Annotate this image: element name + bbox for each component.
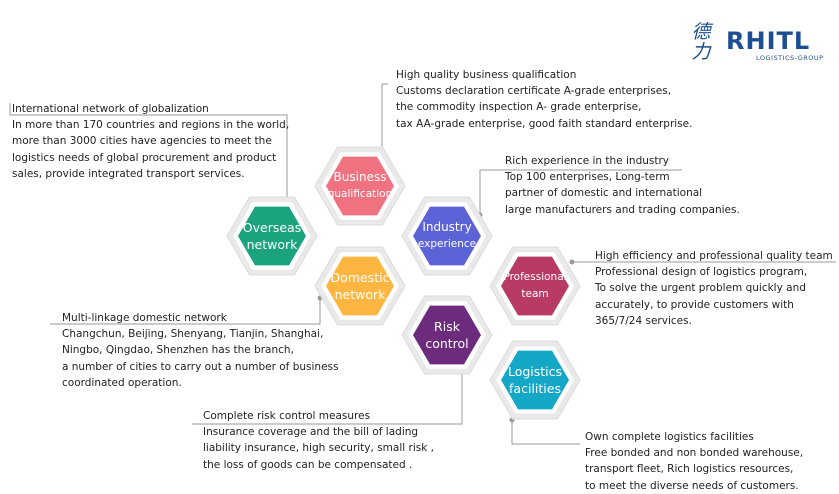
hexagon-industry: Industry experience — [401, 196, 493, 276]
hexagon-shape — [489, 246, 581, 326]
hexagon-fill — [501, 350, 569, 410]
international-network-block: International network of globalization I… — [12, 101, 289, 182]
logo-brand: RHITL — [726, 27, 811, 55]
hexagon-business: Business qualification — [314, 146, 406, 226]
block-line: a number of cities to carry out a number… — [62, 360, 339, 373]
company-logo: 德力 RHITL LOGISTICS-GROUP — [690, 22, 830, 68]
block-line: to meet the diverse needs of customers. — [585, 479, 799, 492]
block-line: 365/7/24 services. — [595, 314, 692, 327]
logo-chinese-text: 德力 — [691, 21, 711, 63]
block-line: Top 100 enterprises, Long-term — [505, 171, 670, 184]
hexagon-fill — [326, 156, 394, 216]
hexagon-shape — [401, 295, 493, 375]
hexagon-label: Risk control — [401, 295, 493, 375]
hexagon-shape — [489, 340, 581, 420]
block-line: Changchun, Beijing, Shenyang, Tianjin, S… — [62, 328, 324, 341]
hexagon-label-line: qualification — [327, 188, 393, 200]
block-line: Insurance coverage and the bill of ladin… — [203, 426, 419, 439]
hexagon-label-line: network — [246, 237, 298, 252]
block-line: large manufacturers and trading companie… — [505, 203, 740, 216]
block-line: coordinated operation. — [62, 376, 182, 389]
block-line: In more than 170 countries and regions i… — [12, 119, 290, 132]
hexagon-professional: Professional team — [489, 246, 581, 326]
hexagon-label: Domestic network — [314, 246, 406, 326]
hexagon-label-line: Business — [333, 170, 387, 184]
industry-experience-block: Rich experience in the industry Top 100 … — [505, 153, 740, 218]
hexagon-label-line: Overseas — [242, 220, 302, 235]
hexagon-shape — [314, 246, 406, 326]
hexagon-label-line: Professional — [503, 271, 567, 283]
hexagon-fill — [501, 256, 569, 316]
block-title: High efficiency and professional quality… — [595, 250, 833, 262]
hexagon-label-line: Industry — [422, 220, 472, 234]
block-title: Complete risk control measures — [203, 410, 371, 422]
block-line: the commodity inspection A- grade enterp… — [396, 101, 642, 114]
logistics-facilities-block: Own complete logistics facilities Free b… — [585, 429, 803, 494]
block-line: transport fleet, Rich logistics resource… — [585, 463, 794, 476]
block-title: Rich experience in the industry — [505, 155, 670, 167]
hexagon-logistics: Logistics facilities — [489, 340, 581, 420]
block-line: To solve the urgent problem quickly and — [595, 282, 806, 295]
risk-control-block: Complete risk control measures Insurance… — [203, 408, 434, 473]
hexagon-label-line: Logistics — [507, 364, 563, 379]
block-title: Own complete logistics facilities — [585, 431, 754, 443]
hexagon-label: Logistics facilities — [489, 340, 581, 420]
hexagon-fill — [326, 256, 394, 316]
block-line: accurately, to provide customers with — [595, 298, 794, 311]
hexagon-shape — [226, 196, 318, 276]
block-line: partner of domestic and international — [505, 187, 703, 200]
hexagon-label-line: control — [425, 336, 469, 351]
hexagon-label-line: team — [521, 288, 549, 300]
block-line: the loss of goods can be compensated . — [203, 458, 413, 471]
logo-subtitle: LOGISTICS-GROUP — [756, 54, 824, 62]
hexagon-label: Professional team — [489, 246, 581, 326]
hexagon-risk: Risk control — [401, 295, 493, 375]
business-qualification-block: High quality business qualification Cust… — [396, 67, 692, 132]
hexagon-label-line: experience — [417, 238, 477, 250]
block-title: Multi-linkage domestic network — [62, 312, 227, 324]
hexagon-label: Business qualification — [314, 146, 406, 226]
hexagon-label: Overseas network — [226, 196, 318, 276]
block-line: logistics needs of global procurement an… — [12, 151, 277, 164]
hexagon-fill — [238, 206, 306, 266]
block-line: Customs declaration certificate A-grade … — [396, 85, 672, 98]
block-line: Ningbo, Qingdao, Shenzhen has the branch… — [62, 344, 294, 357]
professional-team-block: High efficiency and professional quality… — [595, 248, 833, 329]
hexagon-label-line: network — [334, 287, 386, 302]
block-line: tax AA-grade enterprise, good faith stan… — [396, 117, 693, 130]
block-title: International network of globalization — [12, 103, 209, 115]
hexagon-label-line: Risk — [434, 319, 460, 334]
block-line: more than 3000 cities have agencies to m… — [12, 135, 272, 148]
block-line: liability insurance, high security, smal… — [203, 442, 434, 455]
hexagon-domestic: Domestic network — [314, 246, 406, 326]
block-title: High quality business qualification — [396, 69, 577, 81]
domestic-network-block: Multi-linkage domestic network Changchun… — [62, 310, 338, 391]
block-line: Free bonded and non bonded warehouse, — [585, 447, 804, 460]
hexagon-shape — [314, 146, 406, 226]
hexagon-overseas: Overseas network — [226, 196, 318, 276]
hexagon-fill — [413, 305, 481, 365]
hexagon-shape — [401, 196, 493, 276]
hexagon-fill — [413, 206, 481, 266]
hexagon-label-line: Domestic — [330, 270, 390, 285]
block-line: Professional design of logistics program… — [595, 266, 808, 279]
hexagon-label: Industry experience — [401, 196, 493, 276]
hexagon-label-line: facilities — [509, 381, 561, 396]
block-line: sales, provide integrated transport serv… — [12, 167, 245, 180]
